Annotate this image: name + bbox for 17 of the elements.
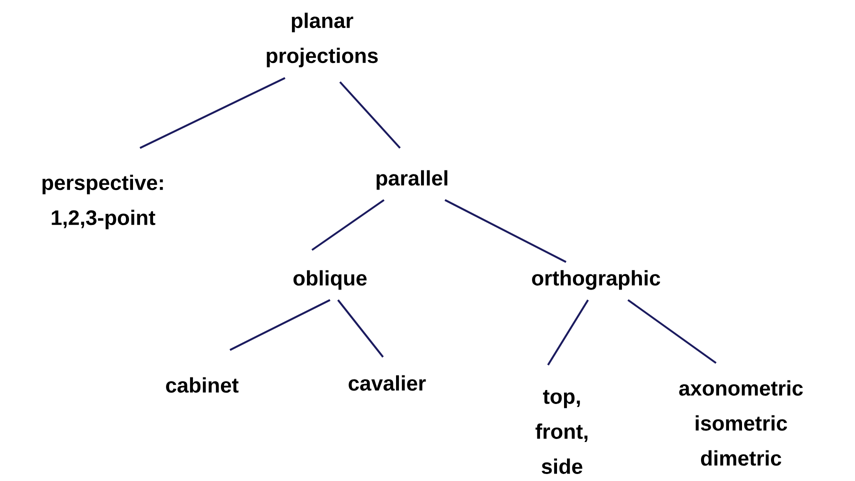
- tree-label: perspective: 1,2,3-point: [42, 174, 163, 230]
- tree-branch: [140, 77, 286, 149]
- tree-label: top, front, side: [536, 390, 588, 474]
- tree-branch: [627, 299, 717, 364]
- tree-label: cavalier: [348, 375, 426, 391]
- tree-label: oblique: [294, 270, 367, 290]
- tree-label: axonometric isometric dimetric: [679, 380, 803, 466]
- tree-label: parallel: [376, 170, 448, 190]
- tree-branch: [444, 199, 566, 263]
- tree-label: cabinet: [166, 377, 239, 393]
- tree-branch: [339, 81, 401, 149]
- tree-label: planar projections: [266, 12, 378, 68]
- tree-branch: [337, 299, 384, 358]
- tree-branch: [230, 299, 330, 351]
- tree-branch: [547, 300, 589, 366]
- tree-branch: [311, 199, 385, 251]
- tree-label: orthographic: [532, 270, 660, 290]
